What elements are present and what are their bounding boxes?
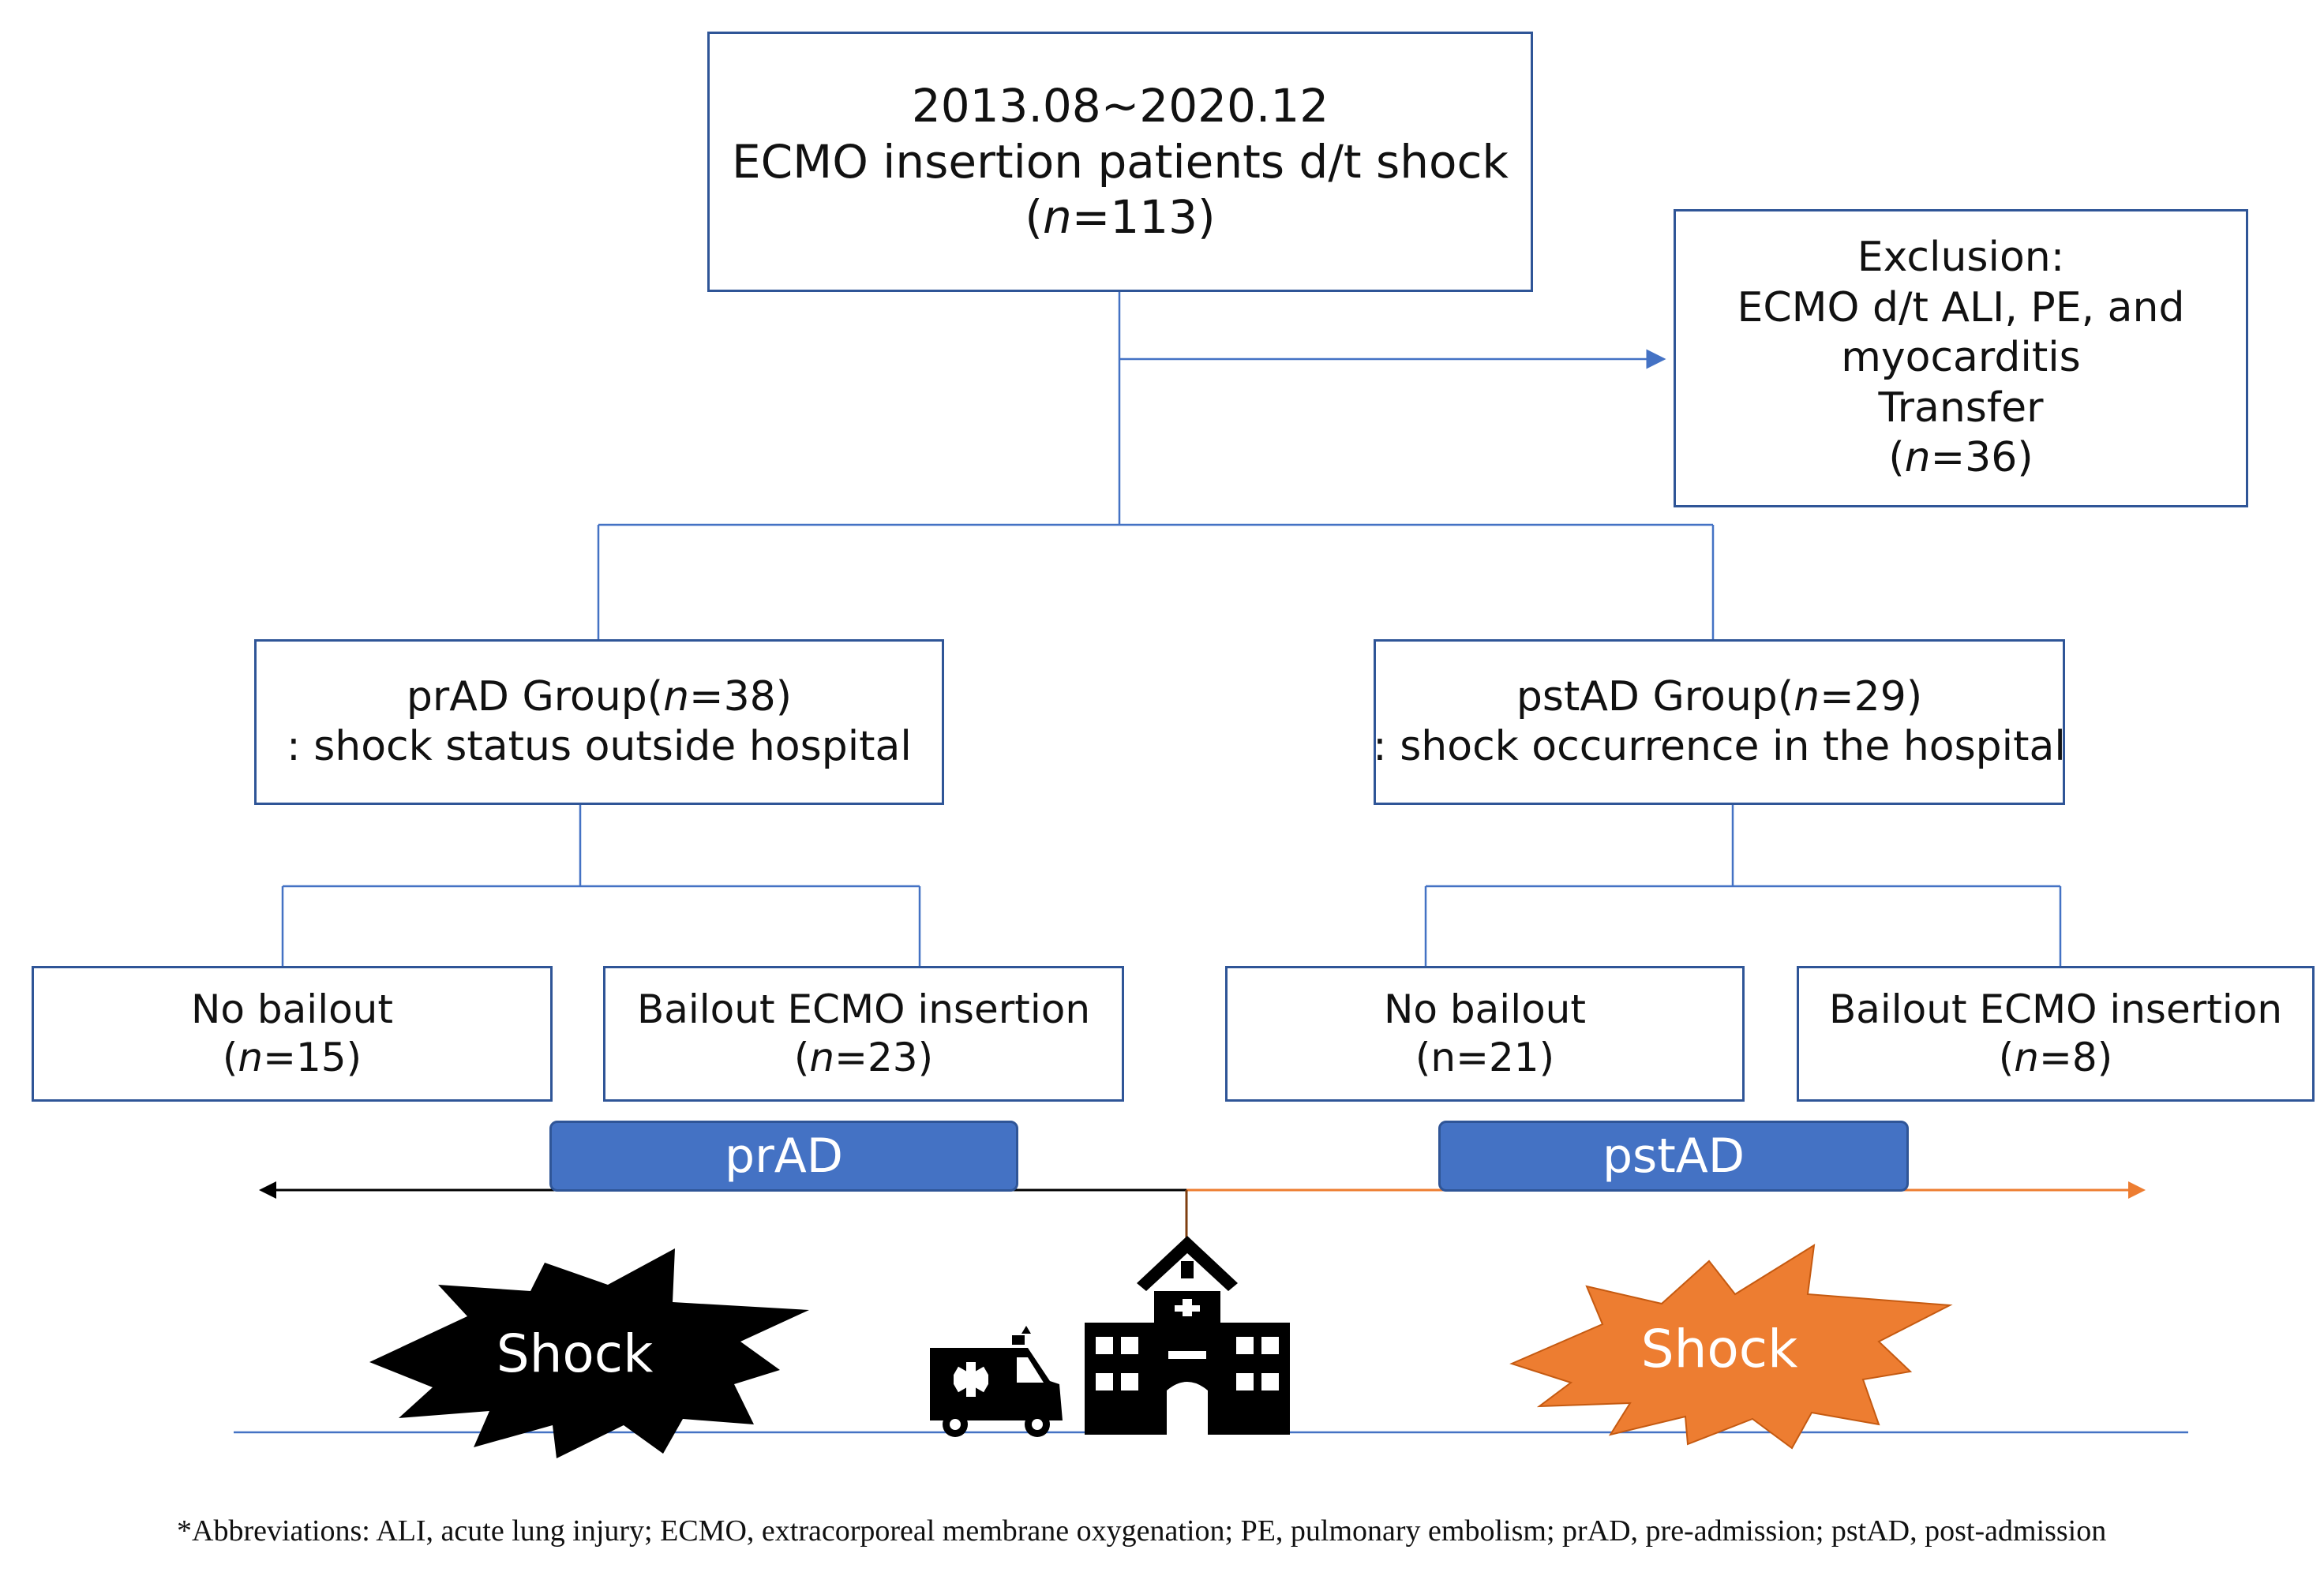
shock-burst-left <box>369 1248 809 1458</box>
shock-burst-right <box>1509 1244 1953 1450</box>
post-admission-arrowhead <box>2128 1181 2146 1199</box>
pre-admission-arrowhead <box>259 1181 276 1199</box>
enrollment-count: (n=113) <box>1025 190 1216 245</box>
prad-bailout-box: Bailout ECMO insertion (n=23) <box>603 966 1124 1102</box>
prad-group-description: : shock status outside hospital <box>287 723 912 770</box>
exclusion-title: Exclusion: <box>1857 234 2065 282</box>
pstad-bailout-label: Bailout ECMO insertion <box>1828 986 2283 1032</box>
pstad-bailout-box: Bailout ECMO insertion (n=8) <box>1797 966 2315 1102</box>
pstad-no-bailout-label: No bailout <box>1384 986 1586 1032</box>
shock-label-right: Shock <box>1641 1319 1798 1379</box>
pstad-group-box: pstAD Group(n=29) : shock occurrence in … <box>1373 639 2066 805</box>
exclusion-criteria-cont: myocarditis <box>1841 334 2081 382</box>
prad-group-title: prAD Group(n=38) <box>406 672 793 720</box>
exclusion-count: (n=36) <box>1888 434 2034 482</box>
ambulance-icon <box>930 1326 1063 1437</box>
abbreviations-footnote: *Abbreviations: ALI, acute lung injury; … <box>177 1514 2107 1548</box>
prad-bailout-count: (n=23) <box>793 1035 934 1080</box>
prad-no-bailout-count: (n=15) <box>222 1035 362 1080</box>
prad-timeline-tag: prAD <box>549 1121 1018 1192</box>
enrollment-description: ECMO insertion patients d/t shock <box>732 134 1509 189</box>
prad-bailout-label: Bailout ECMO insertion <box>636 986 1091 1032</box>
pstad-group-title: pstAD Group(n=29) <box>1516 672 1923 720</box>
prad-group-box: prAD Group(n=38) : shock status outside … <box>254 639 944 805</box>
flow-connectors <box>281 290 2062 968</box>
hospital-icon <box>1085 1236 1290 1435</box>
shock-label-left: Shock <box>497 1323 654 1384</box>
exclusion-transfer: Transfer <box>1878 384 2044 432</box>
pstad-no-bailout-box: No bailout (n=21) <box>1225 966 1745 1102</box>
pstad-bailout-count: (n=8) <box>1998 1035 2113 1080</box>
enrollment-box: 2013.08~2020.12 ECMO insertion patients … <box>707 32 1533 292</box>
enrollment-period: 2013.08~2020.12 <box>911 78 1329 133</box>
pstad-group-description: : shock occurrence in the hospital <box>1373 723 2066 770</box>
prad-no-bailout-box: No bailout (n=15) <box>32 966 553 1102</box>
exclusion-criteria: ECMO d/t ALI, PE, and <box>1737 283 2185 331</box>
exclusion-box: Exclusion: ECMO d/t ALI, PE, and myocard… <box>1674 209 2248 507</box>
pstad-timeline-tag: pstAD <box>1438 1121 1909 1192</box>
pstad-no-bailout-count: (n=21) <box>1415 1035 1555 1080</box>
prad-no-bailout-label: No bailout <box>191 986 393 1032</box>
